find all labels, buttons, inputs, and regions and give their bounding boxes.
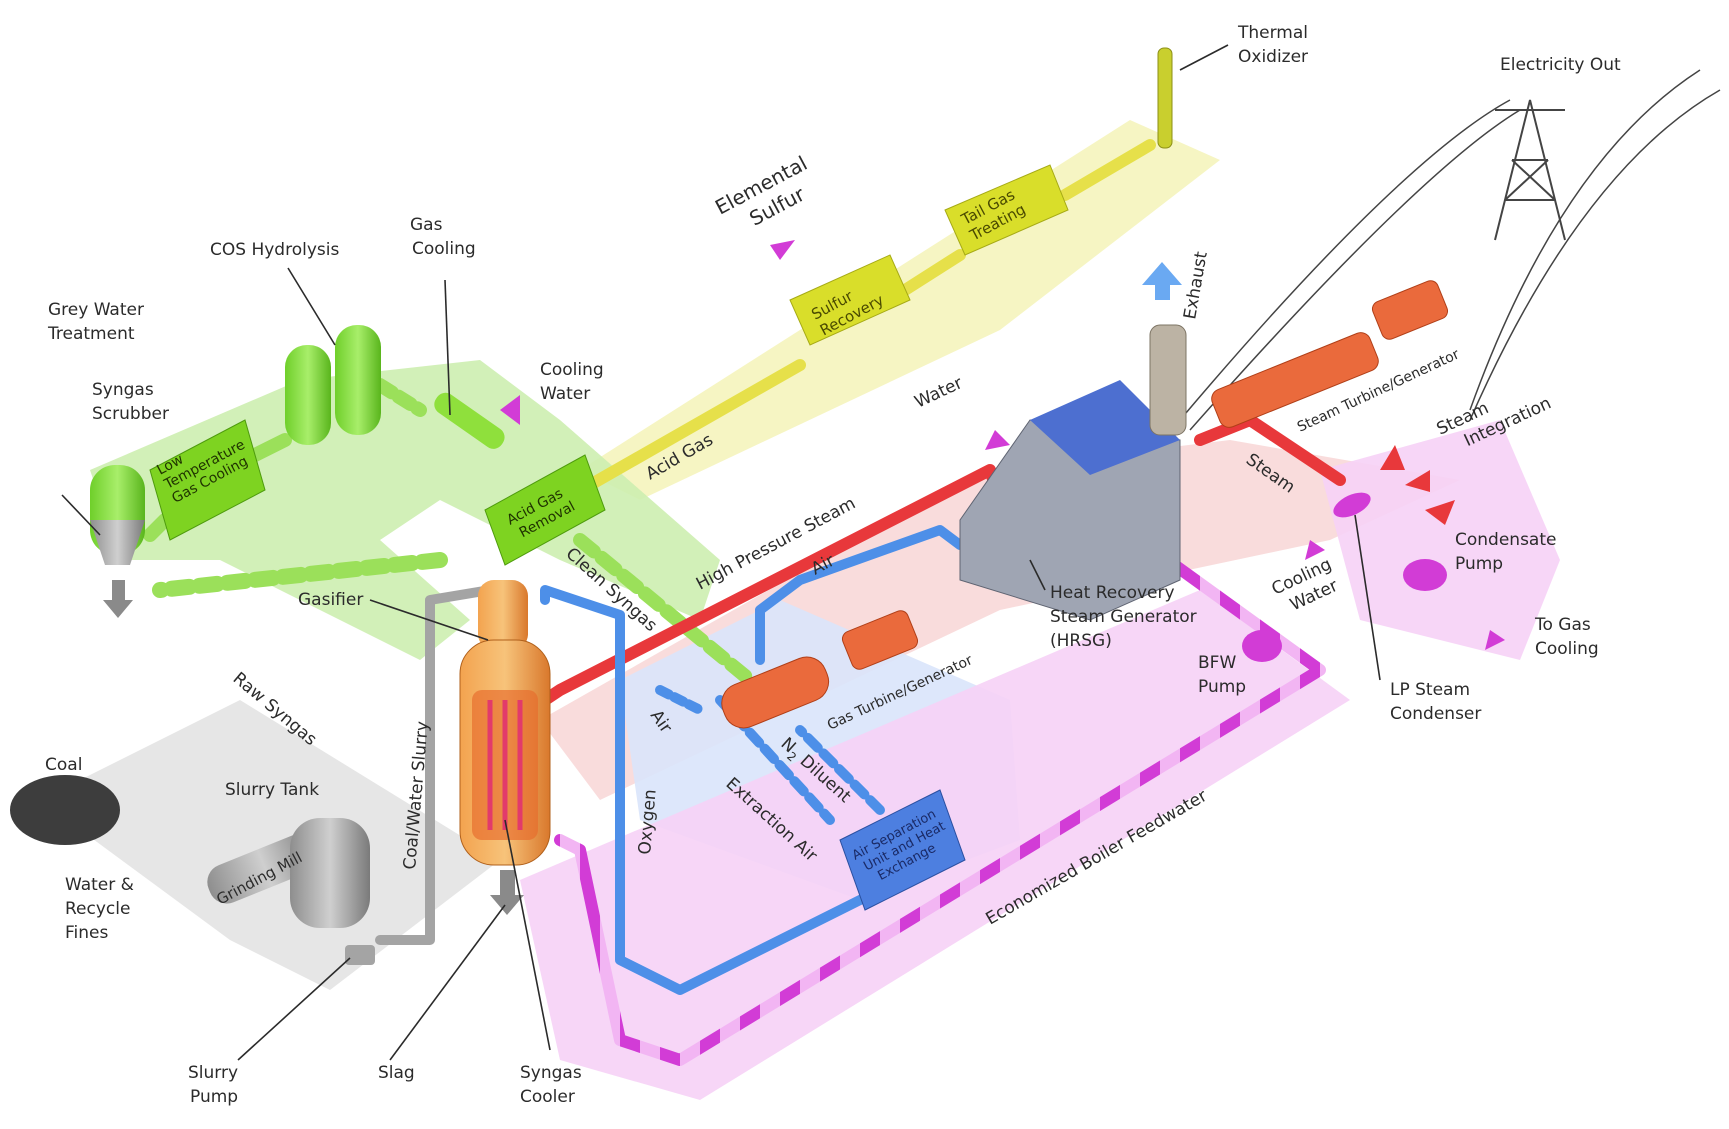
leader-lp-condenser xyxy=(1354,514,1381,681)
scrubber-bottom-icon xyxy=(90,520,145,565)
leader-gas-cooling xyxy=(444,279,451,416)
tail-gas-treating-box xyxy=(944,164,1069,256)
label-cos-hydrolysis: COS Hydrolysis xyxy=(210,240,339,260)
hrsg-blue-top xyxy=(1030,380,1180,475)
slurry-pump-icon xyxy=(345,945,375,965)
label-slag: Slag xyxy=(378,1063,415,1083)
slurry-tank-icon xyxy=(290,818,370,928)
gas-turbine-generator-icon xyxy=(841,610,919,670)
exhaust-stack-icon xyxy=(1149,324,1187,436)
gasifier-top-section xyxy=(478,580,528,650)
leader-gasifier xyxy=(369,599,489,641)
cooling-water-in-arrow-icon xyxy=(500,395,520,425)
ltgc-to-cos-flow xyxy=(248,433,292,462)
leader-grey-water xyxy=(61,494,101,536)
leader-slurry-pump xyxy=(237,957,351,1061)
cooling-water-right-arrow-icon xyxy=(1305,540,1325,560)
lp-steam-condenser-icon xyxy=(1333,492,1371,518)
grey-water-outlet-arrow-icon xyxy=(103,580,133,618)
steam-turbine-body xyxy=(1211,332,1379,428)
cos-hydrolysis-tank-left xyxy=(285,345,331,445)
economized-boiler-feedwater-flow xyxy=(554,534,1326,1066)
coal-pile-icon xyxy=(10,775,120,845)
air-flow-left xyxy=(655,685,705,715)
label-elemental-sulfur: ElementalSulfur xyxy=(711,151,823,242)
air-separation-unit-box xyxy=(839,789,966,911)
sulfur-to-tailgas-flow xyxy=(899,249,966,296)
steam-turbine-generator-icon xyxy=(1371,280,1449,340)
steam-integration-arrows-icon xyxy=(1380,445,1455,525)
exhaust-arrow-icon xyxy=(1142,262,1182,300)
n2-diluent-flow xyxy=(795,725,885,815)
leader-lines xyxy=(61,44,1381,1061)
cos-hydrolysis-tank-right xyxy=(335,325,381,435)
slag-outlet-arrow-icon xyxy=(490,870,524,915)
cos-to-gas-cooling-flow xyxy=(373,378,427,417)
leader-slag xyxy=(389,904,506,1061)
bfw-pump-icon xyxy=(1242,630,1282,662)
sulfur-recovery-box xyxy=(789,254,911,346)
equipment-layer xyxy=(10,47,1721,965)
water-in-arrow-icon xyxy=(985,430,1010,450)
label-cooling-water-right: CoolingWater xyxy=(1269,554,1344,619)
label-slurry-tank: Slurry Tank xyxy=(225,780,319,800)
thermal-oxidizer-stack-icon xyxy=(1157,47,1173,149)
leader-syngas-cooler xyxy=(504,819,551,1051)
label-gasifier: Gasifier xyxy=(298,590,363,610)
gas-turbine-body xyxy=(721,656,830,729)
acid-gas-removal-box xyxy=(484,454,606,566)
elemental-sulfur-out-arrow-icon xyxy=(770,240,795,260)
label-water: Water xyxy=(912,373,966,412)
clean-syngas-flow xyxy=(573,533,757,687)
syngas-cooler-tubes-icon xyxy=(487,700,523,830)
to-gas-cooling-arrow-icon xyxy=(1485,630,1505,650)
label-electricity-out: Electricity Out xyxy=(1500,55,1621,75)
air-flow-top xyxy=(755,525,965,665)
label-exhaust: Exhaust xyxy=(1180,250,1212,321)
condensate-pump-icon xyxy=(1403,559,1447,591)
magenta-zone-right xyxy=(1320,420,1560,660)
leader-hrsg xyxy=(1029,559,1046,591)
tailgas-to-oxidizer-flow xyxy=(1059,139,1156,201)
zone-layer xyxy=(40,120,1560,1100)
raw-syngas-flow xyxy=(152,552,448,598)
leader-cos xyxy=(287,267,336,346)
acid-gas-flow xyxy=(584,359,806,491)
label-coal: Coal xyxy=(45,755,82,775)
leader-thermal-oxidizer xyxy=(1179,44,1229,71)
oxygen-flow xyxy=(540,585,885,995)
gas-cooling-exchanger xyxy=(434,392,505,449)
low-temperature-gas-cooling-box xyxy=(149,419,266,541)
transmission-tower-icon xyxy=(1179,69,1721,431)
scrubber-to-ltgc-flow xyxy=(143,513,172,542)
